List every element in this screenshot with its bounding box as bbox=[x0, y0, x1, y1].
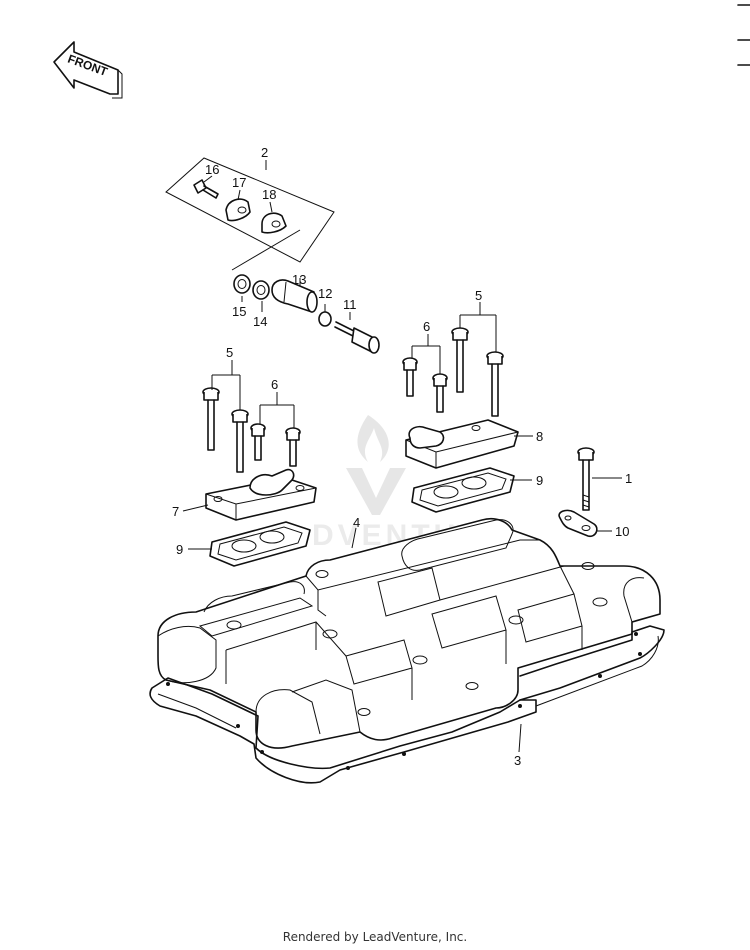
callout-8: 8 bbox=[536, 429, 543, 444]
part-4-cylinder-head-cover bbox=[157, 517, 661, 749]
bolt-6-right-b bbox=[432, 373, 448, 413]
leader-5-left bbox=[211, 360, 241, 410]
bolt-5-right-a bbox=[451, 327, 469, 393]
part-15-washer bbox=[233, 274, 251, 294]
callout-9-right: 9 bbox=[536, 473, 543, 488]
bolt-6-left-b bbox=[285, 427, 301, 467]
part-18-shim bbox=[261, 212, 287, 234]
bolt-6-right-a bbox=[402, 357, 418, 397]
callout-10: 10 bbox=[615, 524, 629, 539]
callouts: 2 16 17 18 13 12 11 15 14 5 6 5 6 8 1 9 … bbox=[172, 145, 632, 768]
part-14-oil-seal bbox=[252, 280, 270, 300]
part-10-bracket bbox=[558, 509, 598, 538]
part-9-gasket-right bbox=[411, 467, 515, 513]
part-11-drive-gear bbox=[334, 321, 380, 354]
leader-5-right bbox=[459, 302, 497, 352]
bolt-6-left-a bbox=[250, 423, 266, 461]
callout-3: 3 bbox=[514, 753, 521, 768]
callout-2: 2 bbox=[261, 145, 268, 160]
footer-credit: Rendered by LeadVenture, Inc. bbox=[282, 930, 468, 944]
callout-4: 4 bbox=[353, 515, 360, 530]
leader-6-left bbox=[259, 392, 295, 428]
callout-15: 15 bbox=[232, 304, 246, 319]
part-3-gasket bbox=[149, 625, 665, 784]
callout-12: 12 bbox=[318, 286, 332, 301]
callout-5-right: 5 bbox=[475, 288, 482, 303]
part-16-bolt bbox=[193, 179, 219, 199]
callout-17: 17 bbox=[232, 175, 246, 190]
callout-1: 1 bbox=[625, 471, 632, 486]
callout-11: 11 bbox=[343, 297, 357, 312]
bolt-5-right-b bbox=[486, 351, 504, 417]
part-9-gasket-left bbox=[209, 521, 311, 567]
callout-9-left: 9 bbox=[176, 542, 183, 557]
callout-14: 14 bbox=[253, 314, 267, 329]
kit-leaders bbox=[203, 175, 351, 320]
part-13-housing bbox=[271, 279, 318, 313]
part-1-bolt bbox=[577, 447, 595, 511]
part-12-o-ring bbox=[318, 311, 332, 327]
callout-6-left: 6 bbox=[271, 377, 278, 392]
part-8-cap-right bbox=[405, 419, 519, 469]
callout-18: 18 bbox=[262, 187, 276, 202]
leader-4 bbox=[351, 527, 357, 549]
leader-6-right bbox=[411, 334, 441, 374]
part-7-cap-left bbox=[205, 468, 317, 521]
part-17-shim bbox=[225, 198, 251, 222]
edge-marks bbox=[737, 4, 750, 66]
leader-7 bbox=[182, 504, 209, 512]
callout-16: 16 bbox=[205, 162, 219, 177]
leader-3 bbox=[518, 723, 522, 753]
callout-6-right: 6 bbox=[423, 319, 430, 334]
callout-7: 7 bbox=[172, 504, 179, 519]
callout-13: 13 bbox=[292, 272, 306, 287]
bolt-5-left-b bbox=[231, 409, 249, 473]
bolt-5-left-a bbox=[202, 387, 220, 451]
front-arrow-icon: FRONT bbox=[53, 41, 123, 99]
part-kit-2-frame bbox=[165, 157, 335, 263]
callout-5-left: 5 bbox=[226, 345, 233, 360]
